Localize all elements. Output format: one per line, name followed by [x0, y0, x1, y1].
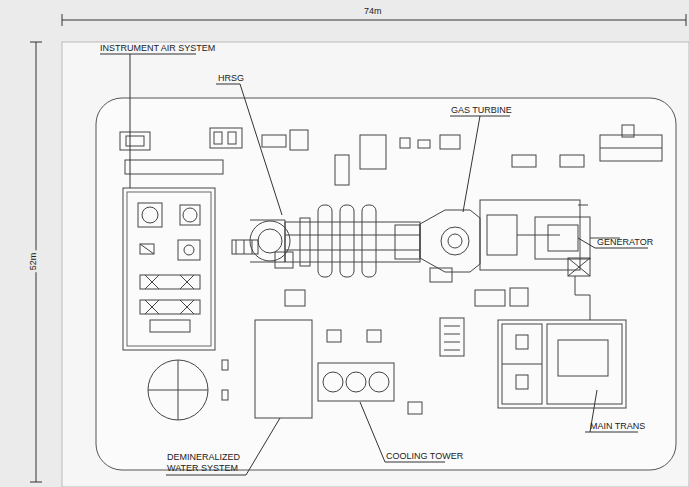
callout-label: GAS TURBINE — [451, 105, 512, 116]
callout-label: HRSG — [218, 73, 244, 84]
dimension-label: 74m — [362, 6, 384, 17]
callout-label: GENERATOR — [597, 237, 653, 248]
dimension-label: 52m — [28, 251, 39, 273]
callout-label: DEMINERALIZED WATER SYSTEM — [167, 452, 247, 474]
callout-label: COOLING TOWER — [386, 451, 463, 462]
callout-label: INSTRUMENT AIR SYSTEM — [100, 43, 215, 54]
callout-label: MAIN TRANS — [590, 421, 645, 432]
